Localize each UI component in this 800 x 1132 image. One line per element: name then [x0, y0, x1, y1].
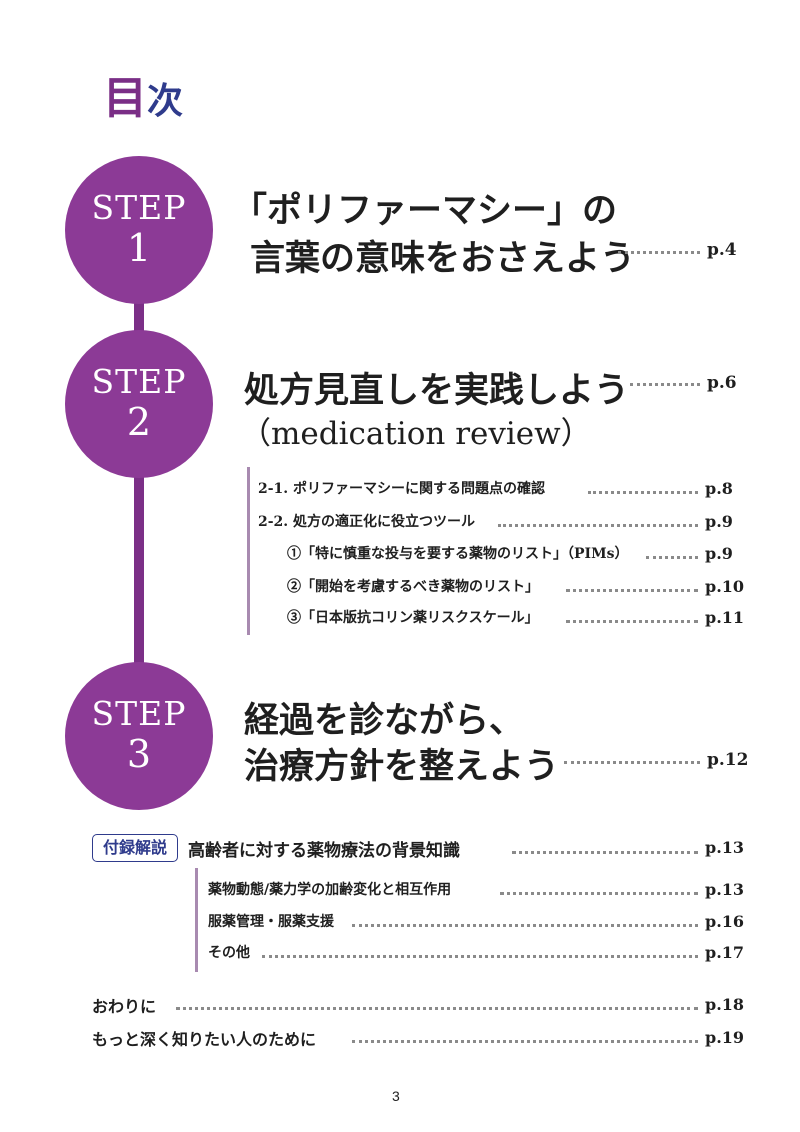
step-2-item-2-leader [498, 524, 698, 527]
step-3-leader [564, 761, 700, 764]
step-2-item-3-leader [646, 556, 698, 559]
step-2-subsection-bar [247, 467, 250, 635]
step-1-title-line2[interactable]: 言葉の意味をおさえよう [250, 238, 636, 279]
closing-item-1-page[interactable]: p.18 [705, 995, 745, 1014]
title-main: 目 [103, 73, 147, 124]
step-2-item-2-page[interactable]: p.9 [705, 512, 733, 531]
step-3-word: STEP [91, 694, 187, 733]
step-1-leader [618, 251, 700, 254]
step-2-item-1-leader [588, 491, 698, 494]
appendix-item-3-page[interactable]: p.17 [705, 943, 745, 962]
step-2-word: STEP [91, 362, 187, 401]
appendix-item-2-leader [352, 924, 698, 927]
appendix-subsection-bar [195, 868, 198, 972]
closing-item-2-leader [352, 1040, 698, 1043]
appendix-item-1-leader [500, 892, 698, 895]
step-2-circle: STEP 2 [65, 330, 213, 478]
closing-item-2-page[interactable]: p.19 [705, 1028, 745, 1047]
appendix-item-2[interactable]: 服薬管理・服薬支援 [208, 914, 334, 930]
step-1-title-line1[interactable]: 「ポリファーマシー」の [232, 190, 618, 231]
step-2-title-line1[interactable]: 処方見直しを実践しよう [244, 370, 630, 411]
appendix-page[interactable]: p.13 [705, 838, 745, 857]
closing-item-1[interactable]: おわりに [92, 997, 157, 1016]
step-3-circle: STEP 3 [65, 662, 213, 810]
step-2-item-4[interactable]: ②「開始を考慮するべき薬物のリスト」 [287, 579, 539, 595]
closing-item-1-leader [176, 1007, 698, 1010]
step-2-item-5-leader [566, 620, 698, 623]
appendix-leader [512, 851, 698, 854]
step-2-page[interactable]: p.6 [707, 373, 737, 393]
step-1-page[interactable]: p.4 [707, 240, 737, 260]
step-2-number: 2 [126, 400, 152, 444]
step-3-title-line1[interactable]: 経過を診ながら、 [244, 700, 525, 741]
step-connector-2-3 [134, 470, 144, 680]
page-number: 3 [392, 1088, 400, 1104]
step-2-title-line2: （medication review） [240, 416, 592, 452]
step-2-item-3-page[interactable]: p.9 [705, 544, 733, 563]
step-2-item-2[interactable]: 2-2. 処方の適正化に役立つツール [258, 514, 476, 530]
appendix-badge: 付録解説 [92, 834, 178, 862]
step-2-item-5[interactable]: ③「日本版抗コリン薬リスクスケール」 [287, 610, 539, 626]
step-2-item-4-page[interactable]: p.10 [705, 577, 745, 596]
appendix-item-1[interactable]: 薬物動態/薬力学の加齢変化と相互作用 [208, 882, 452, 898]
appendix-item-1-page[interactable]: p.13 [705, 880, 745, 899]
closing-item-2[interactable]: もっと深く知りたい人のために [92, 1030, 317, 1049]
step-2-item-3[interactable]: ①「特に慎重な投与を要する薬物のリスト」（PIMs） [287, 546, 629, 562]
step-3-number: 3 [126, 732, 152, 776]
step-2-item-4-leader [566, 589, 698, 592]
step-connector-1-2 [134, 290, 144, 338]
step-3-page[interactable]: p.12 [707, 750, 749, 770]
appendix-item-3[interactable]: その他 [208, 945, 250, 961]
step-2-item-1[interactable]: 2-1. ポリファーマシーに関する問題点の確認 [258, 481, 546, 497]
step-1-circle: STEP 1 [65, 156, 213, 304]
step-1-word: STEP [91, 188, 187, 227]
step-2-item-5-page[interactable]: p.11 [705, 608, 745, 627]
step-2-item-1-page[interactable]: p.8 [705, 479, 733, 498]
appendix-item-3-leader [262, 955, 698, 958]
step-3-title-line2[interactable]: 治療方針を整えよう [244, 746, 560, 787]
appendix-item-2-page[interactable]: p.16 [705, 912, 745, 931]
title-second: 次 [147, 80, 184, 122]
page-title: 目次 [103, 62, 183, 126]
appendix-title[interactable]: 高齢者に対する薬物療法の背景知識 [188, 841, 460, 861]
step-2-leader [630, 383, 700, 386]
step-1-number: 1 [126, 226, 152, 270]
